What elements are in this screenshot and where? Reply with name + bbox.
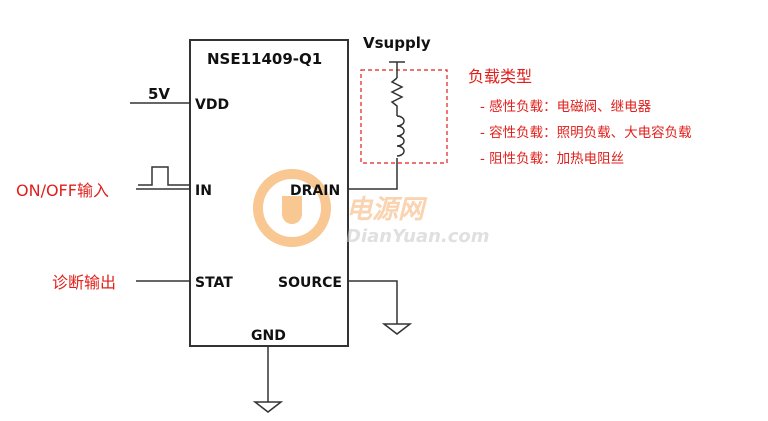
- load-types-title: 负载类型: [468, 67, 532, 86]
- pin-gnd: GND: [251, 328, 286, 344]
- load-box: [360, 69, 448, 164]
- ic-body: [189, 39, 349, 347]
- on-off-pulse: [138, 166, 190, 186]
- pin-vdd: VDD: [195, 97, 229, 113]
- pin-source: SOURCE: [278, 275, 342, 291]
- gnd-ground-symbol: [252, 401, 284, 413]
- watermark-logo: 电源网 DianYuan.com: [253, 169, 490, 247]
- source-ground-symbol: [381, 323, 413, 335]
- watermark-plug-icon: [282, 196, 302, 224]
- inductor-symbol: [396, 115, 405, 157]
- chip-name: NSE11409-Q1: [207, 50, 322, 68]
- pin-in: IN: [195, 183, 212, 199]
- watermark-url: DianYuan.com: [346, 226, 490, 247]
- drain-wire: [348, 158, 398, 190]
- load-type-capacitive: - 容性负载：照明负载、大电容负载: [480, 124, 692, 141]
- load-type-resistive: - 阻性负载：加热电阻丝: [480, 151, 624, 167]
- pin-stat: STAT: [195, 275, 233, 291]
- load-type-inductive: - 感性负载：电磁阀、继电器: [480, 98, 652, 115]
- vsupply-label: Vsupply: [363, 34, 431, 52]
- watermark-ring: [253, 169, 331, 247]
- diag-output-label: 诊断输出: [52, 273, 116, 292]
- five-v-label: 5V: [148, 85, 170, 103]
- onoff-input-label: ON/OFF输入: [16, 181, 109, 200]
- source-wire: [348, 280, 398, 324]
- resistor-symbol: [390, 77, 404, 116]
- watermark-cn: 电源网: [346, 195, 428, 225]
- pin-drain: DRAIN: [290, 183, 340, 199]
